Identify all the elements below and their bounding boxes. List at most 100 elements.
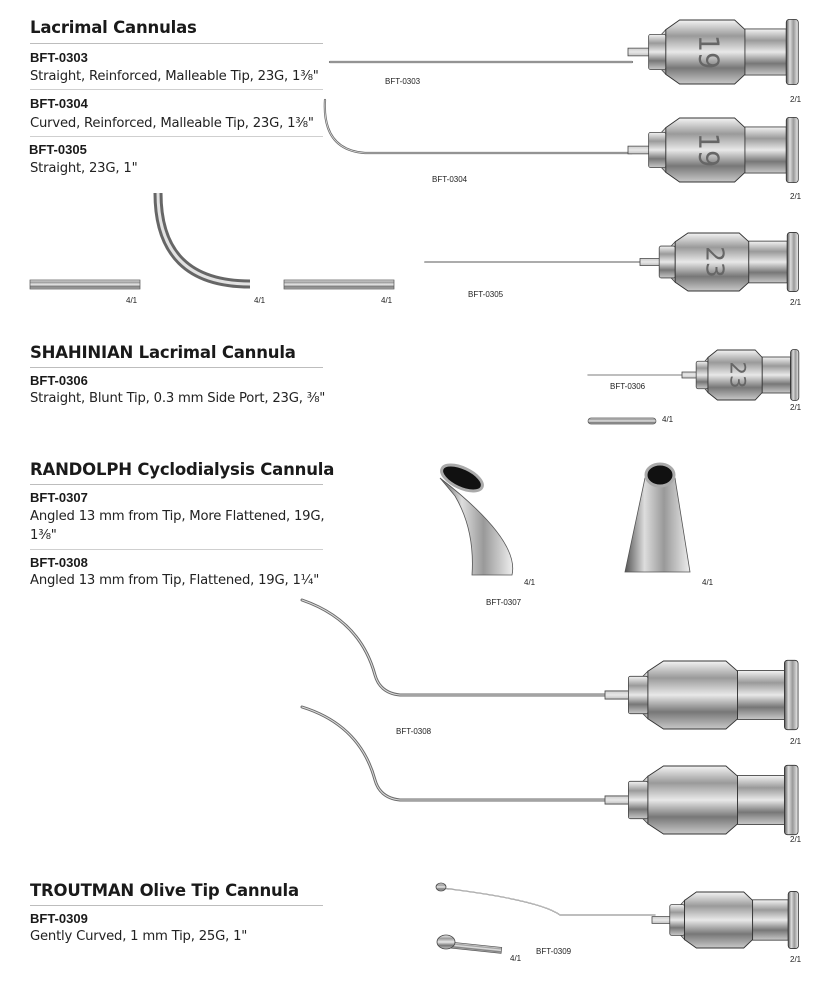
hub-collar <box>628 675 649 715</box>
side-port-tip-detail <box>587 417 657 425</box>
needle-shaft <box>323 98 634 155</box>
scale-label: 4/1 <box>254 296 266 305</box>
straight-tube-detail <box>29 279 141 290</box>
hub-flange <box>786 232 799 292</box>
divider <box>30 549 323 550</box>
divider <box>30 367 323 368</box>
needle-shaft <box>300 705 612 802</box>
hub-collar <box>658 245 676 279</box>
scale-label: 4/1 <box>381 296 393 305</box>
hub-barrel <box>748 240 788 284</box>
product-code: BFT-0303 <box>30 50 88 65</box>
hub-collar <box>669 904 685 936</box>
image-label: BFT-0306 <box>610 382 646 391</box>
tip-opening <box>440 463 484 493</box>
needle-highlight <box>301 706 611 801</box>
image-label: BFT-0307 <box>486 598 522 607</box>
gauge-marking: 23 <box>724 361 749 388</box>
hub-barrel <box>761 356 791 394</box>
image-label: BFT-0308 <box>396 727 432 736</box>
scale-label: 2/1 <box>790 835 802 844</box>
scale-label: 4/1 <box>662 415 674 424</box>
hub-hex-body <box>684 891 754 949</box>
section-title-troutman: TROUTMAN Olive Tip Cannula <box>30 881 299 900</box>
product-code: BFT-0306 <box>30 373 88 388</box>
cannula-hub <box>604 764 799 836</box>
needle-shaft <box>300 598 612 697</box>
hub-flange <box>785 18 799 86</box>
gauge-marking: 19 <box>693 133 724 168</box>
straight-tube-detail <box>283 279 395 290</box>
tip-opening <box>644 462 676 488</box>
product-description: Straight, Reinforced, Malleable Tip, 23G… <box>30 69 319 84</box>
curved-tube-highlight <box>156 192 251 286</box>
cannula-hub: 19 <box>627 116 799 184</box>
product-description: Angled 13 mm from Tip, Flattened, 19G, 1… <box>30 573 320 588</box>
hub-barrel <box>744 28 787 76</box>
hub-barrel <box>744 126 787 174</box>
hub-collar <box>648 131 667 168</box>
cannula-hub: 19 <box>627 18 799 86</box>
hub-collar <box>628 780 649 820</box>
image-label: BFT-0305 <box>468 290 504 299</box>
product-description: Gently Curved, 1 mm Tip, 25G, 1" <box>30 929 248 944</box>
image-label: BFT-0309 <box>536 947 572 956</box>
olive-tip <box>435 882 447 892</box>
scale-label: 2/1 <box>790 955 802 964</box>
product-code: BFT-0304 <box>30 96 88 111</box>
hub-flange <box>785 116 799 184</box>
gauge-marking: 23 <box>701 246 730 277</box>
section-title-lacrimal-cannulas: Lacrimal Cannulas <box>30 18 197 37</box>
flattened-tip-closeup <box>624 477 691 573</box>
product-description: Curved, Reinforced, Malleable Tip, 23G, … <box>30 116 314 131</box>
scale-label: 2/1 <box>790 403 802 412</box>
scale-label: 2/1 <box>790 737 802 746</box>
image-label: BFT-0303 <box>385 77 421 86</box>
cannula-hub <box>651 891 799 949</box>
section-title-shahinian: SHAHINIAN Lacrimal Cannula <box>30 343 296 362</box>
scale-label: 4/1 <box>510 954 522 963</box>
cannula-hub <box>604 659 799 731</box>
divider <box>30 43 323 44</box>
scale-label: 4/1 <box>702 578 714 587</box>
product-code: BFT-0308 <box>30 555 88 570</box>
olive-tip-detail <box>436 934 456 950</box>
product-code: BFT-0305 <box>29 142 87 157</box>
scale-label: 2/1 <box>790 298 802 307</box>
scale-label: 4/1 <box>524 578 536 587</box>
hub-flange <box>790 349 800 401</box>
product-code: BFT-0307 <box>30 490 88 505</box>
needle-highlight <box>441 887 656 916</box>
hub-hex-body <box>647 765 739 835</box>
hub-hex-body <box>647 660 739 730</box>
divider <box>30 484 323 485</box>
scale-label: 4/1 <box>126 296 138 305</box>
divider <box>30 136 323 137</box>
product-description: Straight, Blunt Tip, 0.3 mm Side Port, 2… <box>30 391 326 406</box>
hub-barrel <box>752 899 789 941</box>
hub-flange <box>784 764 799 836</box>
curved-tube-detail <box>153 192 251 289</box>
hub-barrel <box>737 670 785 720</box>
product-description: 1⅜" <box>30 528 57 543</box>
scale-label: 2/1 <box>790 95 802 104</box>
cannula-hub: 23 <box>639 232 799 292</box>
hub-collar <box>695 360 709 390</box>
product-description: Angled 13 mm from Tip, More Flattened, 1… <box>30 509 325 524</box>
needle-highlight <box>324 99 633 154</box>
needle-highlight <box>301 599 611 696</box>
cannula-hub: 23 <box>681 349 800 401</box>
flattened-tip-closeup <box>439 477 514 576</box>
hub-flange <box>784 659 799 731</box>
scale-label: 2/1 <box>790 192 802 201</box>
product-description: Straight, 23G, 1" <box>30 161 138 176</box>
hub-flange <box>787 891 799 949</box>
olive-tip-detail-shaft <box>448 941 503 954</box>
product-code: BFT-0309 <box>30 911 88 926</box>
divider <box>30 905 323 906</box>
section-title-randolph: RANDOLPH Cyclodialysis Cannula <box>30 460 335 479</box>
gauge-marking: 19 <box>693 35 724 70</box>
hub-collar <box>648 34 667 71</box>
hub-barrel <box>737 775 785 825</box>
